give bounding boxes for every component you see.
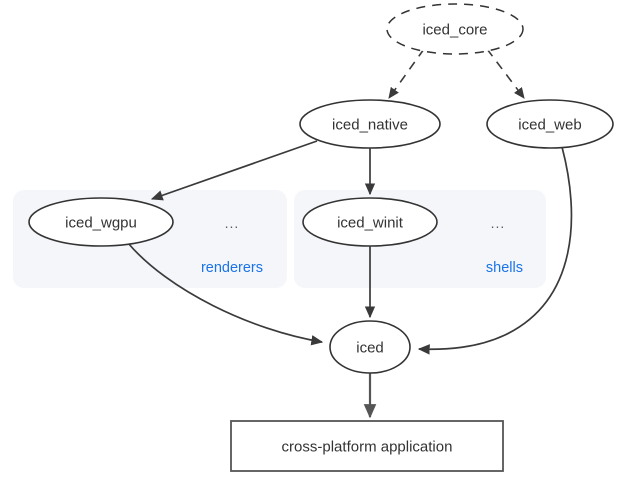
node-iced-native-label: iced_native — [332, 117, 408, 134]
node-iced-shape[interactable] — [329, 320, 411, 374]
node-iced-winit-label: iced_winit — [337, 215, 404, 232]
group-shells-label: shells — [486, 260, 523, 276]
renderers-ellipsis-label: ... — [225, 215, 240, 231]
edge-core-to-native — [388, 48, 425, 99]
node-iced-winit[interactable]: iced_winit — [302, 197, 438, 247]
node-iced-web-shape[interactable] — [486, 99, 614, 149]
node-iced[interactable]: iced — [329, 320, 411, 374]
node-iced-wgpu-label: iced_wgpu — [65, 215, 137, 232]
node-iced-native-shape[interactable] — [299, 99, 441, 149]
node-iced-web-label: iced_web — [518, 117, 581, 134]
edge-web-to-iced — [417, 146, 573, 355]
edges-layer — [127, 48, 573, 419]
node-iced-core-label: iced_core — [422, 22, 487, 39]
group-renderers-label: renderers — [201, 260, 263, 276]
node-iced-wgpu-shape[interactable] — [28, 197, 174, 247]
node-iced-winit-shape[interactable] — [302, 197, 438, 247]
node-iced-wgpu[interactable]: iced_wgpu — [28, 197, 174, 247]
node-iced-native[interactable]: iced_native — [299, 99, 441, 149]
node-iced-core-shape[interactable] — [386, 3, 524, 55]
node-application-label: cross-platform application — [282, 439, 453, 456]
edge-native-to-wgpu — [150, 140, 318, 201]
edge-wgpu-to-iced — [127, 242, 324, 346]
node-iced-web[interactable]: iced_web — [486, 99, 614, 149]
node-cross-platform-application[interactable]: cross-platform application — [230, 420, 504, 472]
shells-ellipsis-label: ... — [491, 215, 506, 231]
node-iced-label: iced — [356, 340, 384, 357]
edge-core-to-web — [486, 48, 525, 99]
node-application-shape[interactable] — [230, 420, 504, 472]
node-iced-core[interactable]: iced_core — [386, 3, 524, 55]
